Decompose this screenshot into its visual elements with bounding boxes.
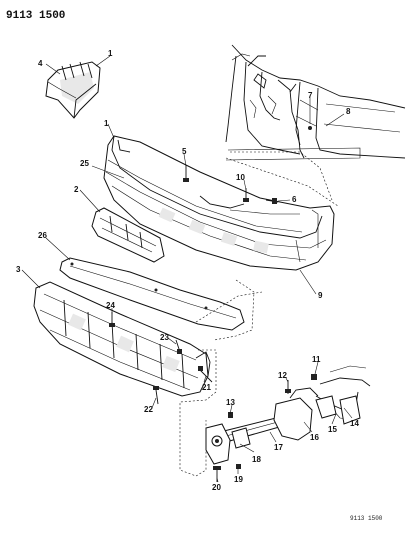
- isolator-assembly: [205, 365, 371, 465]
- callout-10: 10: [236, 173, 245, 182]
- fastener-part-12: [285, 380, 291, 394]
- callout-9: 9: [318, 291, 323, 300]
- leader-lines: [21, 55, 353, 483]
- dashed-outline-mount: [179, 279, 255, 477]
- callout-19: 19: [234, 475, 243, 484]
- vehicle-body-section: [225, 44, 406, 161]
- callout-8: 8: [346, 107, 351, 116]
- fastener-part-5: [183, 165, 189, 182]
- bracket-part-4: [45, 61, 101, 119]
- callout-6: 6: [292, 195, 297, 204]
- callout-18: 18: [252, 455, 261, 464]
- callout-20: 20: [212, 483, 221, 492]
- callout-11: 11: [312, 355, 321, 364]
- callout-1-fascia: 1: [104, 119, 109, 128]
- callout-1-top: 1: [108, 49, 113, 58]
- callout-24: 24: [106, 301, 115, 310]
- callout-22: 22: [144, 405, 153, 414]
- callout-14: 14: [350, 419, 359, 428]
- callout-labels: 1 4 1 5 7 8 25 10 6 2 26 3 9 24 23 21 22…: [16, 49, 359, 492]
- deflector-part-26: [59, 257, 263, 331]
- fastener-part-23: [175, 339, 182, 354]
- fastener-part-20: [213, 466, 221, 482]
- callout-15: 15: [328, 425, 337, 434]
- callout-12: 12: [278, 371, 287, 380]
- dashed-outline-bumper: [225, 151, 339, 207]
- callout-25: 25: [80, 159, 89, 168]
- callout-16: 16: [310, 433, 319, 442]
- bumper-fascia-part-1: [103, 135, 335, 271]
- callout-2: 2: [74, 185, 79, 194]
- callout-23: 23: [160, 333, 169, 342]
- callout-17: 17: [274, 443, 283, 452]
- fastener-part-24: [109, 312, 115, 327]
- footer-reference: 9113 1500: [350, 515, 383, 522]
- callout-5: 5: [182, 147, 187, 156]
- fastener-part-11: [311, 374, 317, 380]
- fastener-part-13: [228, 412, 233, 418]
- callout-3: 3: [16, 265, 21, 274]
- diagram-number: 9113 1500: [6, 10, 65, 22]
- callout-7: 7: [308, 91, 313, 100]
- fastener-part-6: [265, 198, 279, 204]
- callout-13: 13: [226, 398, 235, 407]
- reinforcement-part-3: [33, 281, 211, 397]
- callout-21: 21: [202, 383, 211, 392]
- retainer-part-2: [91, 207, 165, 263]
- fastener-part-19: [236, 464, 241, 469]
- callout-4: 4: [38, 59, 43, 68]
- callout-26: 26: [38, 231, 47, 240]
- fastener-part-22: [153, 386, 159, 405]
